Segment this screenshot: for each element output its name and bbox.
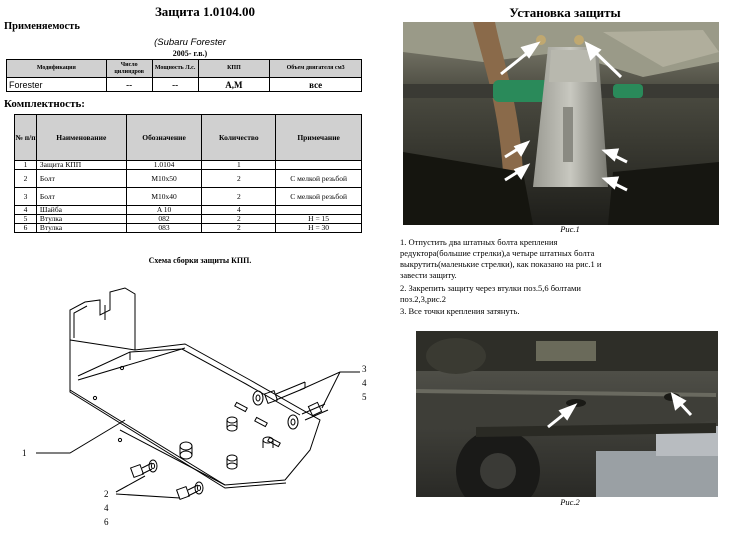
figure-2-caption: Рис.2 bbox=[560, 497, 580, 507]
document-title: Защита 1.0104.00 bbox=[154, 4, 256, 19]
table-cell: 083 bbox=[125, 223, 203, 233]
table-cell: -- bbox=[151, 77, 199, 92]
table-header-cell: Модификация bbox=[6, 59, 107, 78]
table-cell: С мелкой резьбой bbox=[275, 169, 362, 188]
table-row: 6 Втулка 083 2 H = 30 bbox=[14, 223, 362, 233]
table-cell: 2 bbox=[14, 169, 37, 188]
table-row: 1 Защита КПП 1.0104 1 bbox=[14, 160, 362, 170]
instruction-line: 3. Все точки крепления затянуть. bbox=[400, 306, 520, 316]
install-photo-2 bbox=[416, 331, 718, 497]
table-cell: 2 bbox=[201, 223, 277, 233]
table-cell: 2 bbox=[201, 187, 277, 206]
table-cell: С мелкой резьбой bbox=[275, 187, 362, 206]
table-row: 2 Болт M10x50 2 С мелкой резьбой bbox=[14, 169, 362, 188]
table-header-cell: Наименование bbox=[35, 114, 127, 161]
table-cell: -- bbox=[105, 77, 153, 92]
instruction-line: редуктора(большие стрелки),а четыре штат… bbox=[400, 248, 595, 258]
callout-1: 1 bbox=[22, 448, 27, 458]
table-header-cell: КПП bbox=[197, 59, 271, 78]
callout-2: 2 bbox=[104, 489, 109, 499]
instruction-line: поз.2,3,рис.2 bbox=[400, 294, 446, 304]
callout-6: 6 bbox=[104, 517, 109, 527]
completeness-heading: Комплектность: bbox=[4, 98, 85, 110]
table-cell: А,М bbox=[197, 77, 271, 92]
assembly-drawing: 1 2 4 6 3 4 5 bbox=[22, 287, 367, 527]
table-header-row: № п/п Наименование Обозначение Количеств… bbox=[14, 114, 362, 161]
table-cell: Втулка bbox=[35, 223, 127, 233]
instruction-line: 2. Закрепить защиту через втулки поз.5,6… bbox=[400, 283, 581, 293]
table-header-cell: № п/п bbox=[14, 114, 37, 161]
table-cell: Forester bbox=[6, 77, 107, 92]
table-cell: 2 bbox=[201, 169, 277, 188]
table-cell: 1.0104 bbox=[125, 160, 203, 170]
table-cell: M10x40 bbox=[125, 187, 203, 206]
table-cell: Болт bbox=[35, 187, 127, 206]
table-row: 3 Болт M10x40 2 С мелкой резьбой bbox=[14, 187, 362, 206]
table-cell: 1 bbox=[201, 160, 277, 170]
table-cell: H = 30 bbox=[275, 223, 362, 233]
instruction-line: завести защиту. bbox=[400, 270, 457, 280]
table-cell: все bbox=[269, 77, 362, 92]
table-cell: 3 bbox=[14, 187, 37, 206]
parts-table: № п/п Наименование Обозначение Количеств… bbox=[14, 114, 362, 233]
table-header-cell: Обозначение bbox=[125, 114, 203, 161]
callout-5: 5 bbox=[362, 392, 367, 402]
figure-1-caption: Рис.1 bbox=[560, 224, 580, 234]
scheme-title: Схема сборки защиты КПП. bbox=[148, 256, 252, 265]
table-header-row: Модификация Число цилиндров Мощность Л.с… bbox=[6, 59, 362, 78]
car-model: (Subaru Forester bbox=[154, 37, 226, 48]
install-photo-1 bbox=[403, 22, 719, 225]
table-cell: 6 bbox=[14, 223, 37, 233]
instruction-line: выкрутить(маленькие стрелки), как показа… bbox=[400, 259, 602, 269]
table-cell: 1 bbox=[14, 160, 37, 170]
table-header-cell: Мощность Л.с. bbox=[151, 59, 199, 78]
table-cell bbox=[275, 160, 362, 170]
table-header-cell: Количество bbox=[201, 114, 277, 161]
table-cell: Болт bbox=[35, 169, 127, 188]
callout-4: 4 bbox=[104, 503, 109, 513]
instruction-line: 1. Отпустить два штатных болта крепления bbox=[400, 237, 558, 247]
table-cell: Защита КПП bbox=[35, 160, 127, 170]
applicability-table: Модификация Число цилиндров Мощность Л.с… bbox=[6, 59, 362, 92]
table-cell: M10x50 bbox=[125, 169, 203, 188]
applicability-heading: Применяемость bbox=[4, 21, 80, 32]
table-header-cell: Объем двигателя см3 bbox=[269, 59, 362, 78]
table-row: Forester -- -- А,М все bbox=[6, 77, 362, 92]
car-years: 2005- г.в.) bbox=[172, 49, 208, 58]
install-title: Установка защиты bbox=[509, 5, 621, 20]
table-header-cell: Число цилиндров bbox=[105, 59, 153, 78]
callout-3: 3 bbox=[362, 364, 367, 374]
table-header-cell: Примечание bbox=[275, 114, 362, 161]
callout-4-right: 4 bbox=[362, 378, 367, 388]
